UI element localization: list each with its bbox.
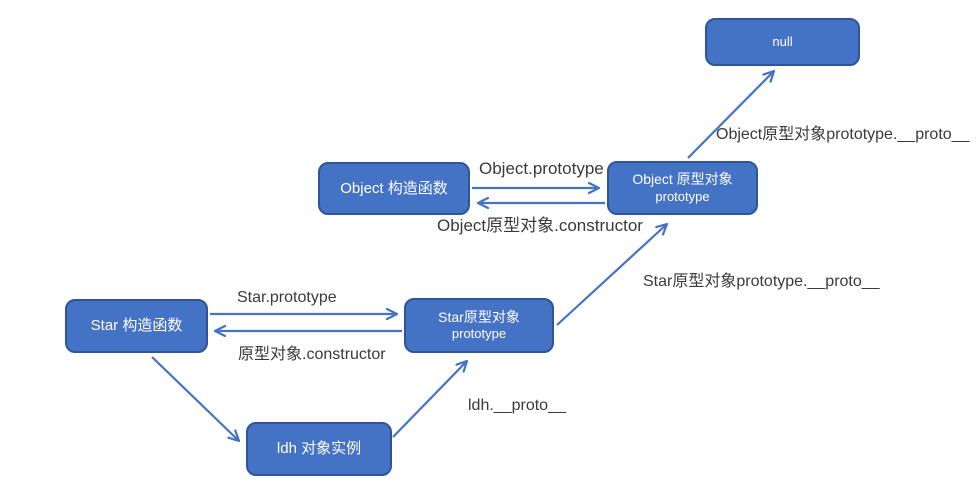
node-object-prototype: Object 原型对象 prototype <box>607 161 758 215</box>
node-object-prototype-label-line1: Object 原型对象 <box>632 171 733 188</box>
node-null-label: null <box>772 33 793 49</box>
node-star-constructor: Star 构造函数 <box>65 299 208 353</box>
node-star-prototype-label-line2: prototype <box>451 326 507 342</box>
node-ldh-instance-label: ldh 对象实例 <box>276 440 362 458</box>
node-star-prototype: Star原型对象 prototype <box>404 298 554 353</box>
edge-label-object-proto-chain: Object原型对象prototype.__proto__ <box>716 126 970 143</box>
edge-label-star-constructor-back: 原型对象.constructor <box>238 346 386 363</box>
edge-label-star-proto-chain: Star原型对象prototype.__proto__ <box>643 273 880 290</box>
node-star-prototype-label-line1: Star原型对象 <box>438 308 520 325</box>
edge-label-object-prototype: Object.prototype <box>479 159 604 178</box>
arrow-star-proto-chain <box>556 224 667 326</box>
edge-label-ldh-proto: ldh.__proto__ <box>468 397 566 414</box>
arrow-ldh-proto <box>392 361 467 438</box>
arrow-object-proto-to-null <box>687 71 774 159</box>
node-object-constructor: Object 构造函数 <box>318 162 470 215</box>
node-ldh-instance: ldh 对象实例 <box>246 422 392 476</box>
node-object-prototype-label-line2: prototype <box>655 188 710 204</box>
arrow-new-instance <box>151 356 239 441</box>
node-object-constructor-label: Object 构造函数 <box>340 179 448 197</box>
node-null: null <box>705 18 860 66</box>
edge-label-star-prototype: Star.prototype <box>237 289 337 306</box>
edge-label-object-constructor-back: Object原型对象.constructor <box>437 216 643 235</box>
node-star-constructor-label: Star 构造函数 <box>90 317 183 335</box>
